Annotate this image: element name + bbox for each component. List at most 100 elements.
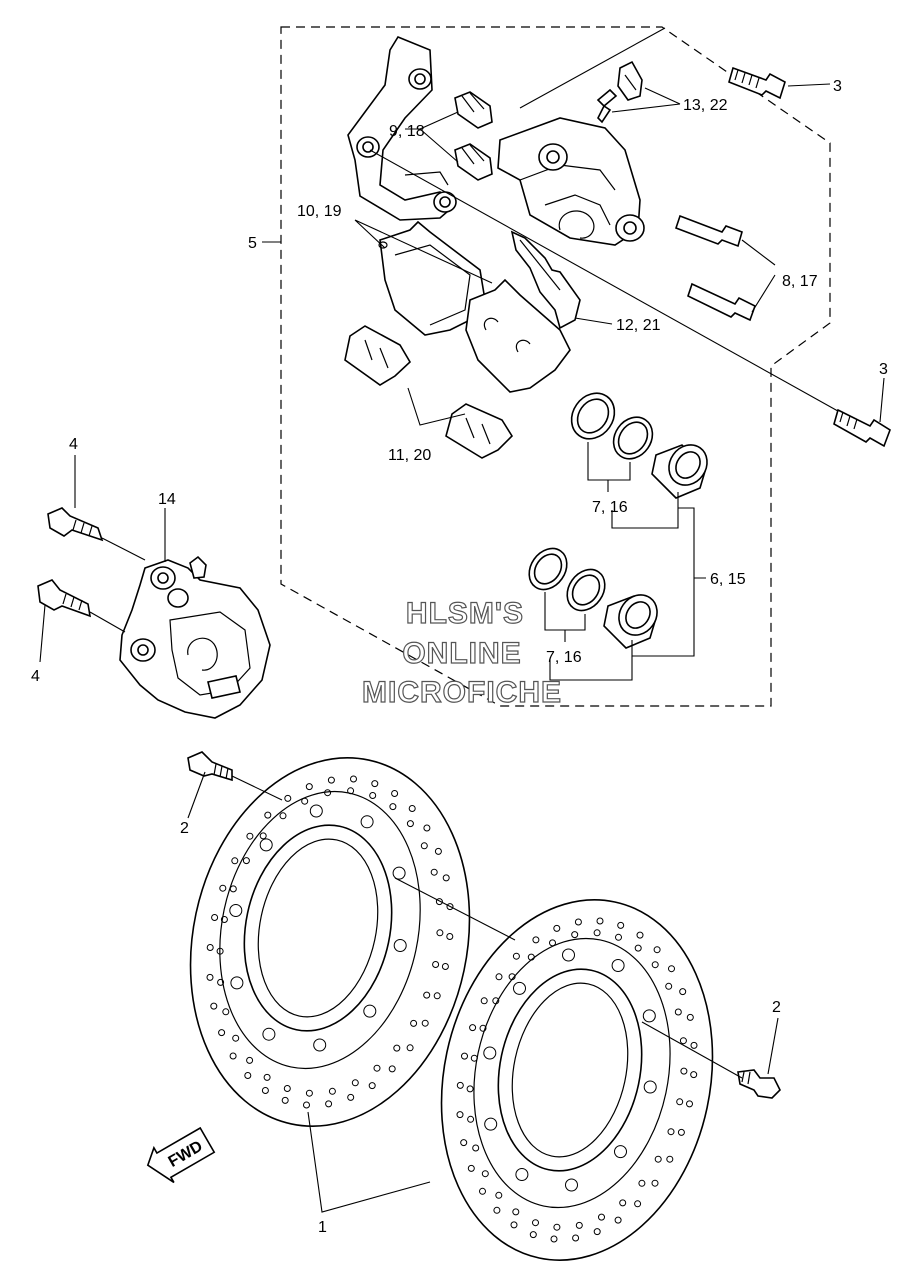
brake-disc-right <box>440 899 714 1261</box>
disc-vent-hole <box>665 982 673 990</box>
mounting-bolt-4-lower <box>37 579 92 618</box>
disc-rivet <box>230 976 244 990</box>
caliper-assembly-14 <box>119 555 271 719</box>
disc-vent-hole <box>479 1024 487 1032</box>
pad-spring <box>510 230 581 330</box>
disc-vent-hole <box>220 916 228 923</box>
disc-vent-hole <box>408 805 416 812</box>
leader-2-lower <box>767 1017 779 1075</box>
callout-10-19: 10, 19 <box>297 203 342 220</box>
disc-vent-hole <box>432 961 440 968</box>
pin-boot-lower <box>454 143 493 181</box>
disc-vent-hole <box>327 776 335 784</box>
disc-vent-hole <box>324 789 332 797</box>
disc-vent-hole <box>232 1034 240 1042</box>
disc-vent-hole <box>446 903 454 911</box>
callout-3-upper: 3 <box>833 78 842 95</box>
leader-3-upper <box>787 83 831 87</box>
disc-vent-hole <box>368 1082 376 1090</box>
disc-vent-hole <box>216 947 224 955</box>
leader-1 <box>307 1111 431 1213</box>
leader-4-lower <box>39 604 46 663</box>
disc-vent-hole <box>481 1170 489 1178</box>
disc-vent-hole <box>527 953 535 961</box>
watermark-line-2: ONLINE <box>402 637 521 670</box>
disc-vent-hole <box>231 857 239 865</box>
disc-vent-hole <box>350 775 357 783</box>
disc-vent-hole <box>680 1067 688 1075</box>
disc-bolt-2-upper <box>187 751 233 782</box>
disc-vent-hole <box>553 924 561 932</box>
watermark-line-1: HLSM'S <box>406 597 524 630</box>
disc-vent-hole <box>636 931 644 939</box>
leader-9-18 <box>405 111 459 163</box>
disc-vent-hole <box>466 1085 474 1093</box>
disc-vent-hole <box>634 1200 642 1208</box>
disc-vent-hole <box>436 929 444 937</box>
disc-vent-hole <box>614 1216 622 1224</box>
disc-vent-hole <box>210 1002 218 1010</box>
disc-rivet <box>313 1038 327 1052</box>
disc-vent-hole <box>391 790 399 797</box>
brake-pad-rear <box>465 278 571 393</box>
disc-rivet <box>565 1178 578 1192</box>
piston-upper <box>651 444 708 499</box>
disc-vent-hole <box>279 812 287 820</box>
disc-vent-hole <box>303 1101 310 1109</box>
caliper-body <box>497 117 645 246</box>
disc-vent-hole <box>638 1179 646 1187</box>
disc-vent-hole <box>388 1065 396 1073</box>
disc-vent-hole <box>442 874 450 882</box>
piston-seal-lower-a <box>528 547 568 591</box>
disc-vent-hole <box>679 1037 687 1045</box>
callout-7-16-lower: 7, 16 <box>546 649 582 666</box>
disc-vent-hole <box>529 1231 537 1239</box>
disc-vent-hole <box>206 973 214 981</box>
disc-vent-hole <box>244 1072 252 1079</box>
disc-vent-hole <box>420 842 428 850</box>
disc-vent-hole <box>406 820 414 828</box>
piston-lower <box>603 594 658 649</box>
disc-vent-hole <box>508 973 516 981</box>
disc-vent-hole <box>572 1234 580 1242</box>
disc-vent-hole <box>571 931 579 939</box>
disc-vent-hole <box>596 917 604 925</box>
piston-seal-upper-b <box>612 416 654 460</box>
callout-6-15: 6, 15 <box>710 571 746 588</box>
disc-vent-hole <box>495 1191 503 1199</box>
disc-vent-hole <box>667 1128 675 1136</box>
disc-vent-hole <box>686 1100 693 1108</box>
disc-vent-hole <box>229 1052 237 1060</box>
disc-vent-hole <box>281 1096 289 1104</box>
disc-rivet <box>262 1027 276 1041</box>
disc-vent-hole <box>467 1164 475 1172</box>
disc-vent-hole <box>347 1093 355 1101</box>
caliper-bracket <box>347 36 457 221</box>
disc-vent-hole <box>242 857 250 865</box>
disc-vent-hole <box>456 1081 464 1089</box>
disc-vent-hole <box>369 792 377 799</box>
disc-vent-hole <box>430 868 438 876</box>
disc-vent-hole <box>461 1052 468 1060</box>
callout-14: 14 <box>158 491 176 508</box>
disc-vent-hole <box>651 1179 659 1187</box>
watermark-line-3: MICROFICHE <box>362 676 562 709</box>
mounting-bolt-4-upper <box>47 507 104 542</box>
callout-9-18: 9, 18 <box>389 123 425 140</box>
disc-vent-hole <box>575 1221 583 1229</box>
disc-bolt-2-lower <box>737 1069 781 1099</box>
disc-vent-hole <box>593 929 601 937</box>
disc-vent-hole <box>305 783 313 791</box>
disc-vent-hole <box>654 1155 662 1163</box>
disc-vent-hole <box>469 1024 477 1032</box>
watermark: HLSM'S ONLINE MICROFICHE <box>361 596 562 709</box>
disc-rivet <box>363 1004 377 1018</box>
disc-rivet <box>513 981 526 995</box>
disc-vent-hole <box>467 1115 475 1123</box>
alignment-line-discs <box>394 877 516 941</box>
disc-vent-hole <box>690 1041 698 1049</box>
disc-vent-hole <box>433 992 441 1000</box>
disc-rivet <box>515 1168 529 1181</box>
disc-rivet <box>259 838 273 852</box>
